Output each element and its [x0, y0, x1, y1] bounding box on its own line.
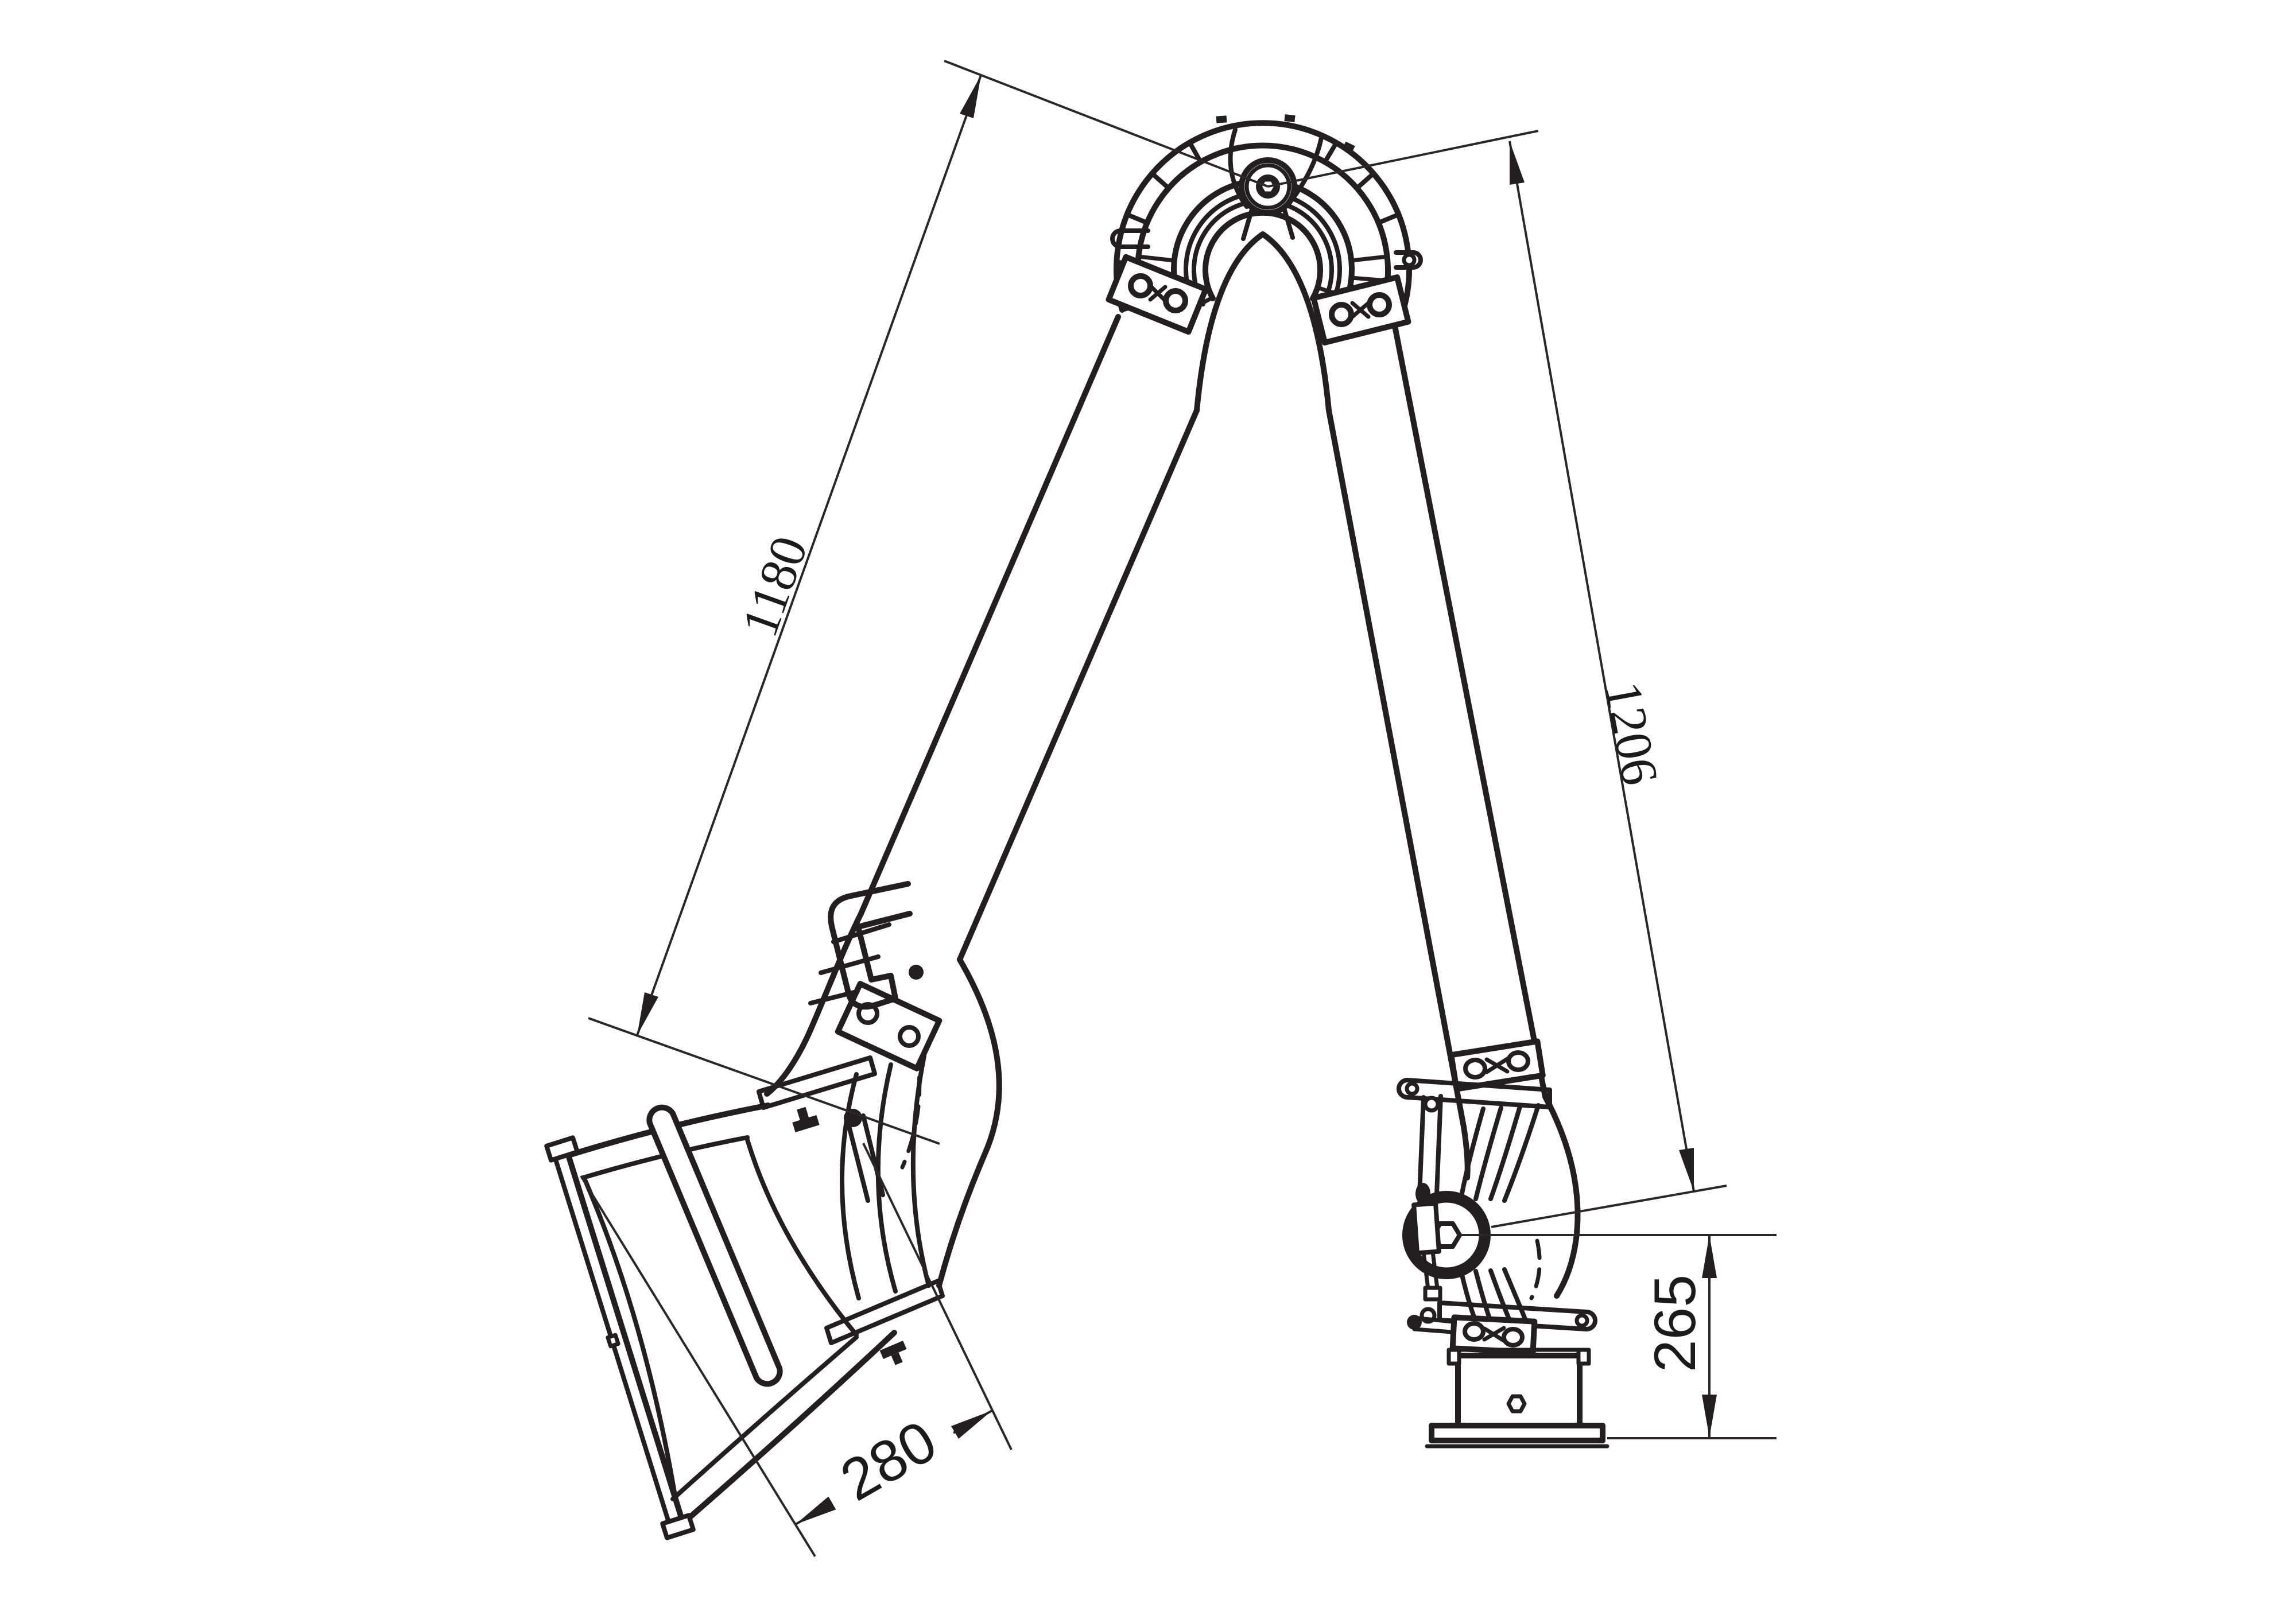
elbow-left-tab — [1110, 228, 1150, 249]
top-elbow-joint — [1106, 114, 1423, 413]
right-arm-tube — [1326, 323, 1548, 1129]
base-block — [1446, 1348, 1591, 1428]
base-joint-assembly — [1397, 1038, 1609, 1449]
base-elbow-outer — [1542, 1094, 1581, 1299]
hood-bellows — [840, 1054, 931, 1300]
hood-flange — [544, 1135, 696, 1540]
base-mounting-flange — [1425, 1423, 1609, 1449]
tube-rivet — [909, 965, 924, 980]
hood-bracket-plate — [835, 981, 943, 1071]
hood-handle — [646, 1104, 783, 1387]
dimension-label-265: 265 — [1642, 1275, 1708, 1372]
hose-clamp-upper — [757, 1055, 877, 1133]
elbow-right-tab — [1394, 250, 1423, 270]
dimension-label-1206: 1206 — [1594, 677, 1669, 789]
arm-hook-handle — [828, 881, 913, 1010]
hood-elbow-inner — [764, 911, 864, 1097]
dimension-265: 265 — [1460, 1234, 1777, 1439]
hood-elbow-outer — [936, 957, 1002, 1288]
elbow-shell-outer — [1114, 120, 1412, 313]
left-arm-tube — [858, 314, 1200, 962]
elbow-pivot-hub — [1239, 157, 1297, 216]
dimension-1180: 1180 — [588, 60, 1269, 1145]
elbow-throat-arch — [1194, 231, 1332, 413]
hood-assembly — [544, 881, 1002, 1540]
hose-clamp-lower — [824, 1279, 945, 1365]
dimension-label-mask — [809, 1393, 968, 1528]
dimension-label-1180: 1180 — [731, 529, 819, 644]
elbow-shell-inner — [1135, 142, 1391, 307]
base-hidden-line — [1529, 1238, 1542, 1300]
